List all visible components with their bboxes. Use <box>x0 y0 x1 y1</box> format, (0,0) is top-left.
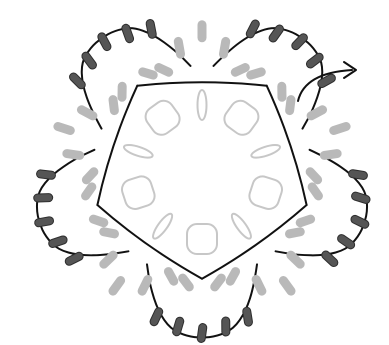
light-bead <box>117 82 126 102</box>
light-bead <box>198 20 207 42</box>
light-bead <box>277 82 286 102</box>
dark-bead <box>222 317 230 336</box>
dark-bead <box>34 194 53 202</box>
